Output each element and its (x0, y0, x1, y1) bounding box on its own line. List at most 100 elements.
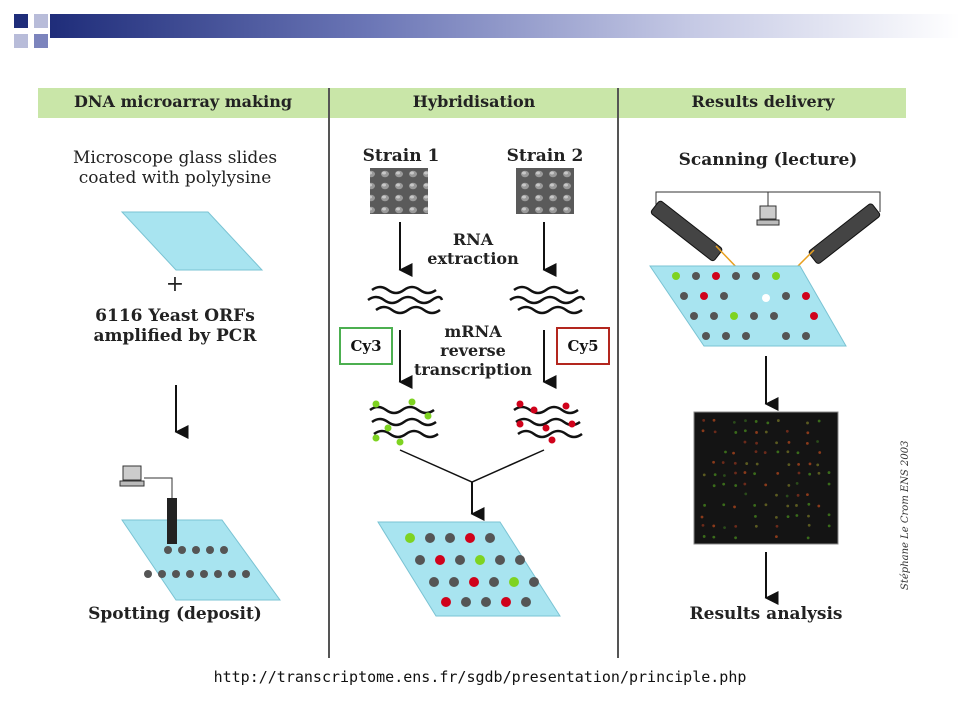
scan-spot (723, 474, 726, 477)
slides-description: Microscope glass slides coated with poly… (50, 148, 300, 189)
scan-spot (764, 483, 768, 487)
scan-spot (744, 492, 748, 496)
scan-spot (817, 471, 821, 475)
scan-spot (797, 471, 801, 475)
scan-spot (806, 431, 810, 435)
scan-spot (795, 504, 798, 507)
scan-spot (734, 471, 737, 475)
scan-spot (795, 482, 799, 485)
scan-spot (806, 493, 809, 497)
cy5-dots (516, 400, 576, 444)
rna-line1: RNA (452, 230, 494, 249)
header-band (38, 88, 906, 118)
orfs-text-line2: amplified by PCR (93, 326, 257, 347)
scan-spot (805, 441, 809, 445)
scan-spot (721, 461, 725, 464)
scan-spot (754, 524, 758, 528)
strain2-label: Strain 2 (506, 146, 584, 166)
hybrid-spots (405, 533, 539, 607)
orfs-description: 6116 Yeast ORFs amplified by PCR (50, 306, 300, 347)
scan-spot (775, 493, 778, 497)
title-bar-gradient (50, 14, 960, 38)
scan-spot (744, 419, 747, 423)
scan-spot (775, 524, 779, 528)
rna-line2: extraction (427, 249, 519, 269)
scan-spot (703, 503, 706, 507)
scan-image-spots (700, 418, 831, 540)
scan-spot (785, 429, 789, 433)
header-results-delivery: Results delivery (691, 92, 835, 111)
scan-spot (764, 430, 768, 434)
scan-spot (787, 440, 791, 444)
scan-spot (732, 451, 735, 455)
scan-spot (787, 463, 791, 467)
scan-spot (702, 473, 706, 477)
scan-spot (702, 535, 706, 538)
scan-spot (734, 524, 738, 528)
scan-spot (795, 514, 799, 517)
strain1-label: Strain 1 (362, 146, 440, 166)
scan-spot (712, 484, 716, 488)
scan-spot (807, 514, 810, 518)
scan-spot (733, 461, 737, 465)
scan-spot (806, 421, 809, 425)
scan-spot (755, 441, 758, 445)
scan-spot (755, 462, 759, 466)
scan-spot (701, 523, 705, 527)
scan-spot (817, 419, 821, 423)
scan-spot (787, 484, 791, 487)
scanned-slide (649, 265, 847, 347)
corner-square-mid (34, 34, 48, 48)
cy3-box: Cy3 (339, 327, 393, 365)
scan-spot (797, 462, 801, 466)
mrna-line2: reverse (440, 341, 506, 361)
scan-spot (775, 441, 778, 445)
source-url[interactable]: http://transcriptome.ens.fr/sgdb/present… (213, 668, 747, 686)
scan-spot (713, 473, 717, 477)
cdna-strands-left (369, 405, 439, 439)
scan-spot (786, 450, 790, 454)
author-credit: Stéphane Le Crom ENS 2003 (900, 440, 911, 590)
scan-spot (700, 515, 704, 519)
scan-spot (785, 494, 789, 498)
header-hybridisation: Hybridisation (412, 92, 536, 111)
scan-spot (734, 484, 738, 487)
scan-spot (776, 450, 780, 454)
scan-image (693, 411, 839, 545)
scanning-label: Scanning (lecture) (678, 150, 858, 170)
scan-spot (817, 504, 821, 508)
scan-spot (734, 536, 738, 540)
mrna-line1: mRNA (444, 322, 502, 341)
scan-spot (775, 535, 778, 539)
scan-spot (745, 462, 749, 465)
scan-spot (827, 482, 831, 486)
column-divider (328, 88, 330, 658)
scan-spot (827, 513, 831, 517)
scan-spot (754, 514, 757, 518)
spot-rows (144, 546, 250, 578)
scan-spot (786, 515, 790, 519)
scan-spot (818, 451, 822, 454)
scan-spot (701, 429, 705, 433)
spotting-pin (167, 498, 177, 544)
plus-sign: + (165, 272, 185, 297)
scan-spot (774, 515, 778, 519)
scan-spot (754, 450, 758, 454)
scan-spot (712, 535, 716, 539)
scan-spot (807, 502, 811, 506)
rna-extraction-label: RNA extraction (420, 230, 526, 268)
scan-spot (712, 418, 716, 422)
mrna-reverse-transcription-label: mRNA reverse transcription (410, 322, 536, 380)
corner-square-navy (14, 14, 28, 28)
scan-spot (807, 523, 811, 527)
scan-spot (816, 440, 819, 443)
scan-spot (723, 526, 726, 530)
corner-square-light (14, 34, 28, 48)
scan-spot (827, 524, 831, 528)
scan-spot (827, 471, 831, 474)
scan-spot (796, 451, 800, 455)
scan-spot (776, 472, 780, 475)
scan-spot (776, 419, 780, 422)
header-dna-microarray-making: DNA microarray making (73, 92, 293, 111)
